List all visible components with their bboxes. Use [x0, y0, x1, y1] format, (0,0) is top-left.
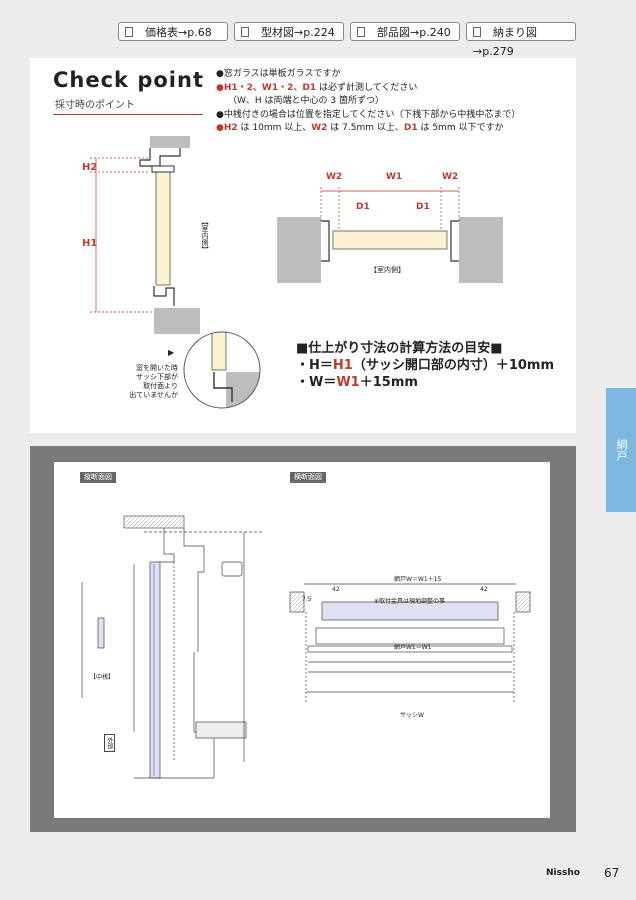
label-w2-right: W2: [442, 172, 459, 182]
label-screen-width: 網戸W＝W1＋15: [394, 576, 442, 583]
vertical-section-drawing: [81, 515, 264, 779]
bullet-limits: ●H2 は 10mm 以上、W2 は 7.5mm 以上、D1 は 5mm 以下で…: [216, 123, 504, 133]
formula-heading: ■仕上がり寸法の計算方法の目安■: [296, 341, 503, 356]
label-h1: H1: [82, 238, 98, 249]
document-icon: [357, 27, 365, 37]
label-mid-rail: 【中桟】: [90, 674, 115, 681]
label-mount-note: ※取付金具は現地調整の事: [374, 598, 446, 605]
bullet-measure: ●H1・2、W1・2、D1 は必ず計測してください: [216, 82, 418, 93]
formula-w: ・W＝W1＋15mm: [296, 375, 418, 390]
label-sash-width: サッシW: [400, 712, 424, 719]
opening-note: 窓を開いた時 サッシ下部が 取付面より 出ていませんか: [129, 364, 178, 399]
label-dim-42-left: 42: [332, 586, 340, 593]
label-h2: H2: [82, 162, 98, 173]
document-icon: [473, 27, 481, 37]
label-w2-left: W2: [326, 172, 343, 182]
tab-price-list[interactable]: 価格表→p.68: [118, 22, 228, 41]
document-icon: [241, 27, 249, 37]
checkpoint-title: Check point: [53, 68, 204, 92]
vertical-measure-diagram: [90, 136, 200, 334]
checkpoint-list: ●窓ガラスは単板ガラスですか ●H1・2、W1・2、D1 は必ず計測してください…: [216, 68, 520, 136]
detail-circle-diagram: [183, 331, 261, 409]
bullet-mid-rail: ●中桟付きの場合は位置を指定してください（下桟下部から中桟中芯まで）: [216, 109, 521, 120]
tab-profile-drawing[interactable]: 型材図→p.224: [234, 22, 344, 41]
label-horizontal-section: 横断面図: [290, 472, 326, 483]
tab-parts-drawing[interactable]: 部品図→p.240: [350, 22, 460, 41]
bullet-single-glass: ●窓ガラスは単板ガラスですか: [216, 69, 341, 79]
side-tab-screen-door[interactable]: 網戸: [606, 388, 636, 512]
label-w1: W1: [386, 172, 403, 182]
title-underline: [53, 114, 203, 115]
label-d1-left: D1: [356, 202, 370, 212]
page-number: 67: [604, 866, 620, 880]
document-icon: [125, 27, 133, 37]
triangle-right-icon: ▶: [168, 348, 175, 357]
formula-block: ■仕上がり寸法の計算方法の目安■ ・H＝H1（サッシ開口部の内寸）＋10mm ・…: [296, 340, 554, 391]
label-interior-vertical: 【室内側】: [201, 218, 209, 253]
tab-installation-drawing[interactable]: 納まり図→p.279: [466, 22, 576, 58]
bullet-measure-note: （W、H は両端と中心の 3 箇所ずつ）: [228, 96, 384, 106]
label-d1-right: D1: [416, 202, 430, 212]
label-vertical-section: 縦断面図: [80, 472, 116, 483]
formula-h: ・H＝H1（サッシ開口部の内寸）＋10mm: [296, 358, 555, 373]
footer-brand: Nissho: [546, 868, 580, 878]
horizontal-section-drawing: [289, 583, 531, 702]
label-dim-42-right: 42: [480, 586, 488, 593]
label-dim-75: 7.5: [302, 596, 312, 603]
section-drawing-sheet: 縦断面図 横断面図 【中桟】 外部: [54, 462, 550, 818]
label-exterior: 外部: [104, 734, 115, 752]
label-interior-horizontal: 【室内側】: [370, 266, 405, 274]
checkpoint-panel: Check point 採寸時のポイント ●窓ガラスは単板ガラスですか ●H1・…: [30, 58, 576, 433]
horizontal-measure-diagram: [277, 187, 503, 283]
label-screen-width-inner: 網戸W1＝W1: [394, 644, 432, 651]
checkpoint-subtitle: 採寸時のポイント: [55, 100, 135, 111]
